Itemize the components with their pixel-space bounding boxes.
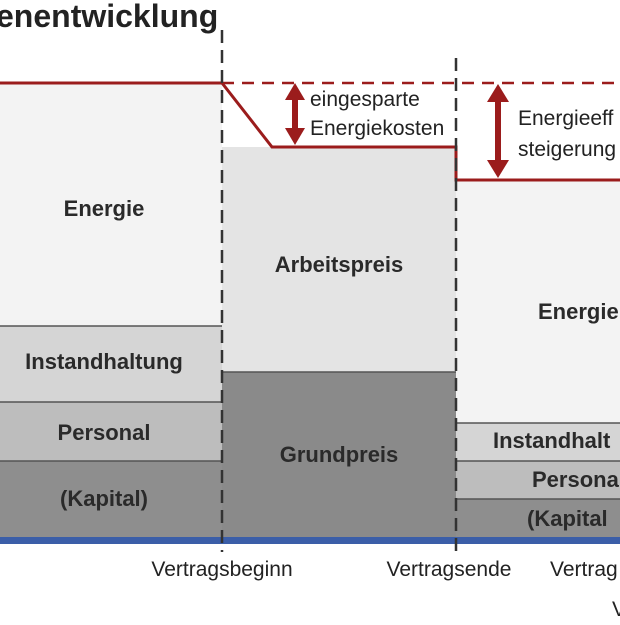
annotation-savings-line2: Energiekosten	[310, 117, 444, 140]
label-personal-before: Personal	[58, 420, 151, 445]
segment-instandhaltung-after	[456, 423, 620, 461]
segment-kapital-before	[0, 461, 222, 537]
segment-personal-before	[0, 402, 222, 461]
axis-label-vertragsende: Vertragsende	[387, 558, 512, 581]
diagram-title: enentwicklung	[0, 0, 218, 34]
label-energie-before: Energie	[64, 196, 145, 221]
segment-energie-before	[0, 83, 222, 326]
corner-text: V	[612, 598, 620, 620]
segment-energie-after	[456, 180, 620, 423]
efficiency-arrow	[487, 84, 509, 178]
axis-label-vertrag-cut: Vertrag	[550, 558, 618, 581]
total-cost-line	[0, 81, 620, 182]
annotation-efficiency-line1: Energieeff	[518, 107, 614, 130]
segment-arbeitspreis	[222, 147, 456, 372]
label-energie-after: Energie	[538, 299, 619, 324]
label-arbeitspreis: Arbeitspreis	[275, 252, 403, 277]
label-kapital-after: (Kapital	[527, 506, 608, 531]
annotation-efficiency-line2: steigerung	[518, 138, 616, 161]
segment-grundpreis	[222, 372, 456, 537]
segment-separators	[0, 325, 620, 500]
axis-label-vertragsbeginn: Vertragsbeginn	[151, 558, 292, 581]
annotation-savings-line1: eingesparte	[310, 88, 420, 111]
label-kapital-before: (Kapital)	[60, 486, 148, 511]
segment-personal-after	[456, 461, 620, 499]
segment-kapital-after	[456, 499, 620, 537]
baseline-bar	[0, 537, 620, 544]
period-dividers	[220, 30, 458, 552]
savings-arrow	[285, 83, 305, 145]
label-instandhaltung-after: Instandhalt	[493, 428, 611, 453]
label-personal-after: Persona	[532, 467, 620, 492]
segment-instandhaltung-before	[0, 326, 222, 402]
label-instandhaltung-before: Instandhaltung	[25, 349, 183, 374]
label-grundpreis: Grundpreis	[280, 442, 399, 467]
